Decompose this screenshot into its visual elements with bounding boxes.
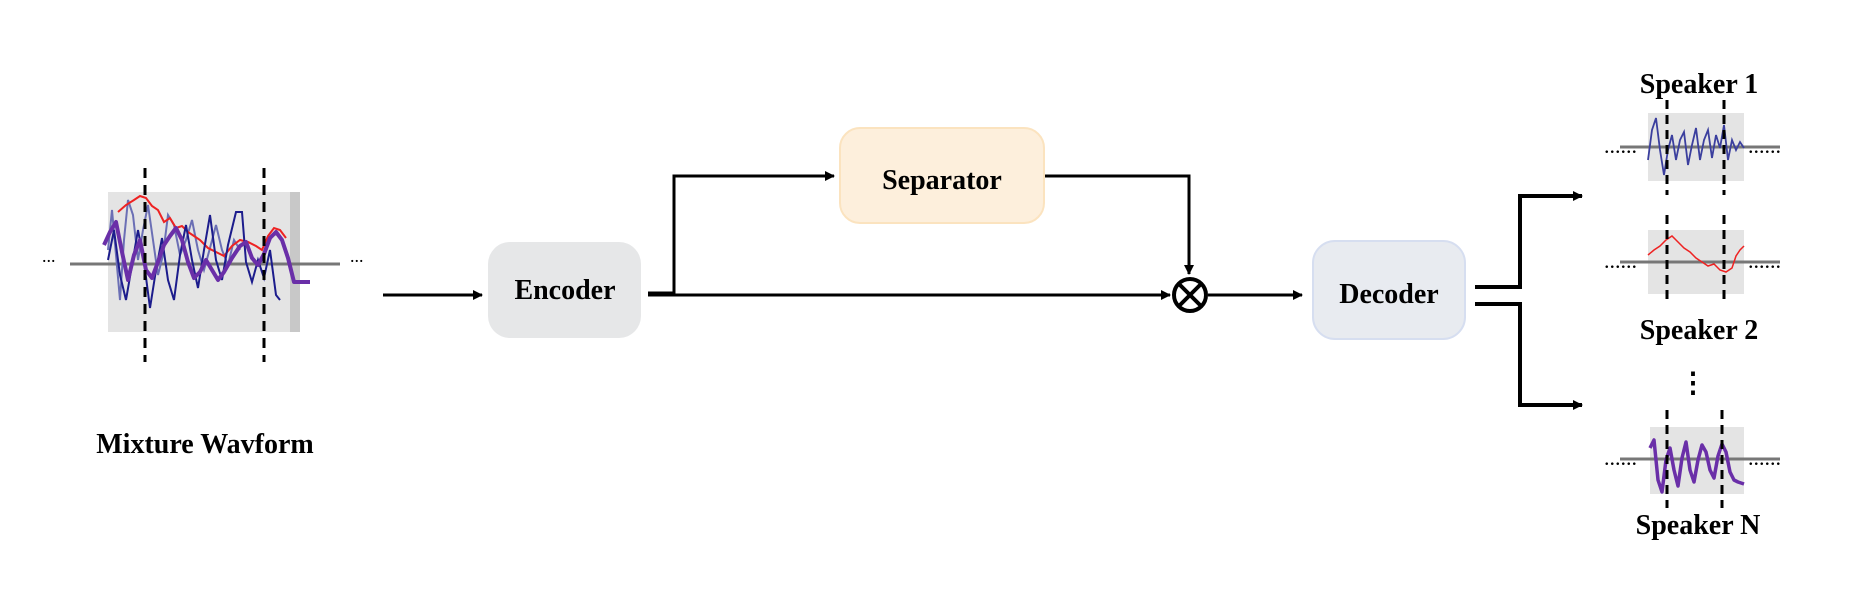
mixture-wave-blue xyxy=(107,211,281,309)
speakerN-waveform: ...... ...... xyxy=(1604,410,1781,508)
mixture-panel-edge xyxy=(290,192,300,332)
speaker2-ellipsis-right: ...... xyxy=(1748,248,1781,273)
mixture-wave-lightblue xyxy=(107,199,241,301)
encoder-block: Encoder xyxy=(488,242,641,338)
decoder-label: Decoder xyxy=(1339,279,1439,310)
arrow-decoder-to-speakerN xyxy=(1475,302,1583,410)
speakerN-ellipsis-left: ...... xyxy=(1604,445,1637,470)
arrow-separator-to-multiply xyxy=(1044,174,1194,275)
encoder-label: Encoder xyxy=(514,275,615,306)
mixture-ellipsis-left: ... xyxy=(42,246,56,266)
separator-label: Separator xyxy=(882,165,1002,196)
mixture-waveform: ... ... xyxy=(42,168,364,362)
speaker2-label: Speaker 2 xyxy=(1640,315,1759,346)
decoder-block: Decoder xyxy=(1312,240,1466,340)
speaker1-ellipsis-right: ...... xyxy=(1748,133,1781,158)
mixture-label: Mixture Wavform xyxy=(96,429,313,460)
arrow-encoder-to-separator xyxy=(648,171,835,295)
speaker2-ellipsis-left: ...... xyxy=(1604,248,1637,273)
mixture-wave-red xyxy=(117,194,287,258)
speakerN-ellipsis-right: ...... xyxy=(1748,445,1781,470)
mixture-wave-purple xyxy=(102,220,310,284)
separator-block: Separator xyxy=(839,127,1045,224)
speaker1-ellipsis-left: ...... xyxy=(1604,133,1637,158)
speaker1-label: Speaker 1 xyxy=(1640,69,1759,100)
mixture-ellipsis-right: ... xyxy=(350,246,364,266)
speaker1-waveform: ...... ...... xyxy=(1604,100,1781,195)
multiply-symbol xyxy=(1172,277,1208,313)
speaker2-waveform: ...... ...... xyxy=(1604,215,1781,300)
speakerN-label: Speaker N xyxy=(1636,510,1761,541)
arrow-decoder-to-speaker1 xyxy=(1475,191,1583,289)
vertical-ellipsis: ⋮ xyxy=(1679,368,1707,399)
